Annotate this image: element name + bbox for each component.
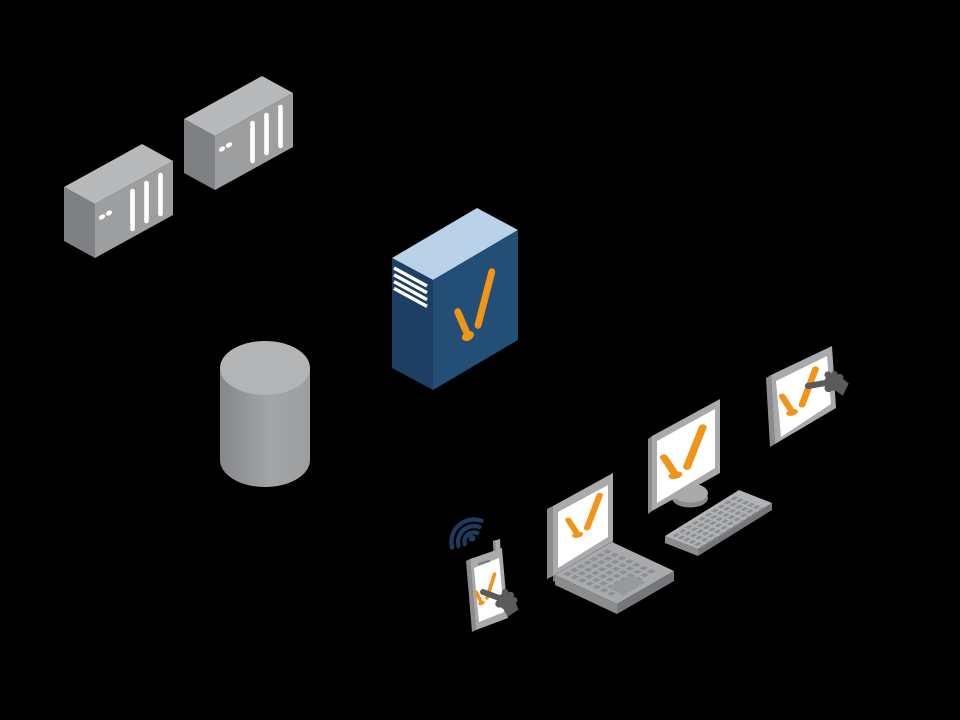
server-side-face	[184, 119, 215, 190]
led-indicator	[105, 210, 113, 216]
database-cylinder-icon	[220, 341, 310, 487]
wifi-dot	[468, 535, 476, 542]
vent-stripe	[393, 286, 428, 308]
wifi-signal-icon	[449, 517, 484, 550]
software-box-icon	[392, 208, 518, 390]
keyboard-skirt-right	[698, 503, 772, 556]
laptop-skirt-left	[555, 575, 617, 614]
laptop-touchpad	[608, 574, 646, 596]
keyboard-icon	[665, 490, 772, 556]
laptop-lid-edge	[547, 506, 553, 579]
monitor-icon	[648, 399, 720, 514]
wifi-arc	[455, 523, 482, 549]
led-indicator	[98, 214, 106, 220]
laptop-icon	[547, 473, 674, 614]
laptop-keyboard-keys	[562, 548, 659, 597]
smartphone-icon	[449, 517, 524, 632]
box-top-face	[392, 208, 518, 280]
box-right-face	[433, 230, 518, 390]
wifi-arc	[462, 530, 480, 547]
tablet-icon	[766, 346, 851, 447]
server-top-face	[64, 144, 173, 204]
vent-stripe	[393, 266, 428, 288]
keyboard-skirt-left	[665, 536, 698, 556]
keyboard-keys	[671, 495, 766, 548]
rack-server-icon	[184, 76, 293, 190]
phone-edge	[466, 559, 476, 632]
phone-speaker	[477, 559, 491, 566]
led-indicator	[218, 146, 226, 152]
server-side-face	[64, 187, 95, 258]
tablet-edge	[766, 375, 775, 447]
vent-stripe	[393, 280, 428, 302]
laptop-skirt-right	[617, 571, 674, 614]
vent-stripe	[393, 273, 428, 295]
cylinder-body	[220, 368, 310, 487]
monitor-frame-edge	[648, 436, 652, 514]
box-vent-stripes	[393, 266, 428, 308]
rack-server-icon	[64, 144, 173, 258]
wifi-arc	[449, 517, 484, 550]
led-indicator	[225, 142, 233, 148]
cylinder-top	[220, 341, 310, 395]
server-top-face	[184, 76, 293, 136]
